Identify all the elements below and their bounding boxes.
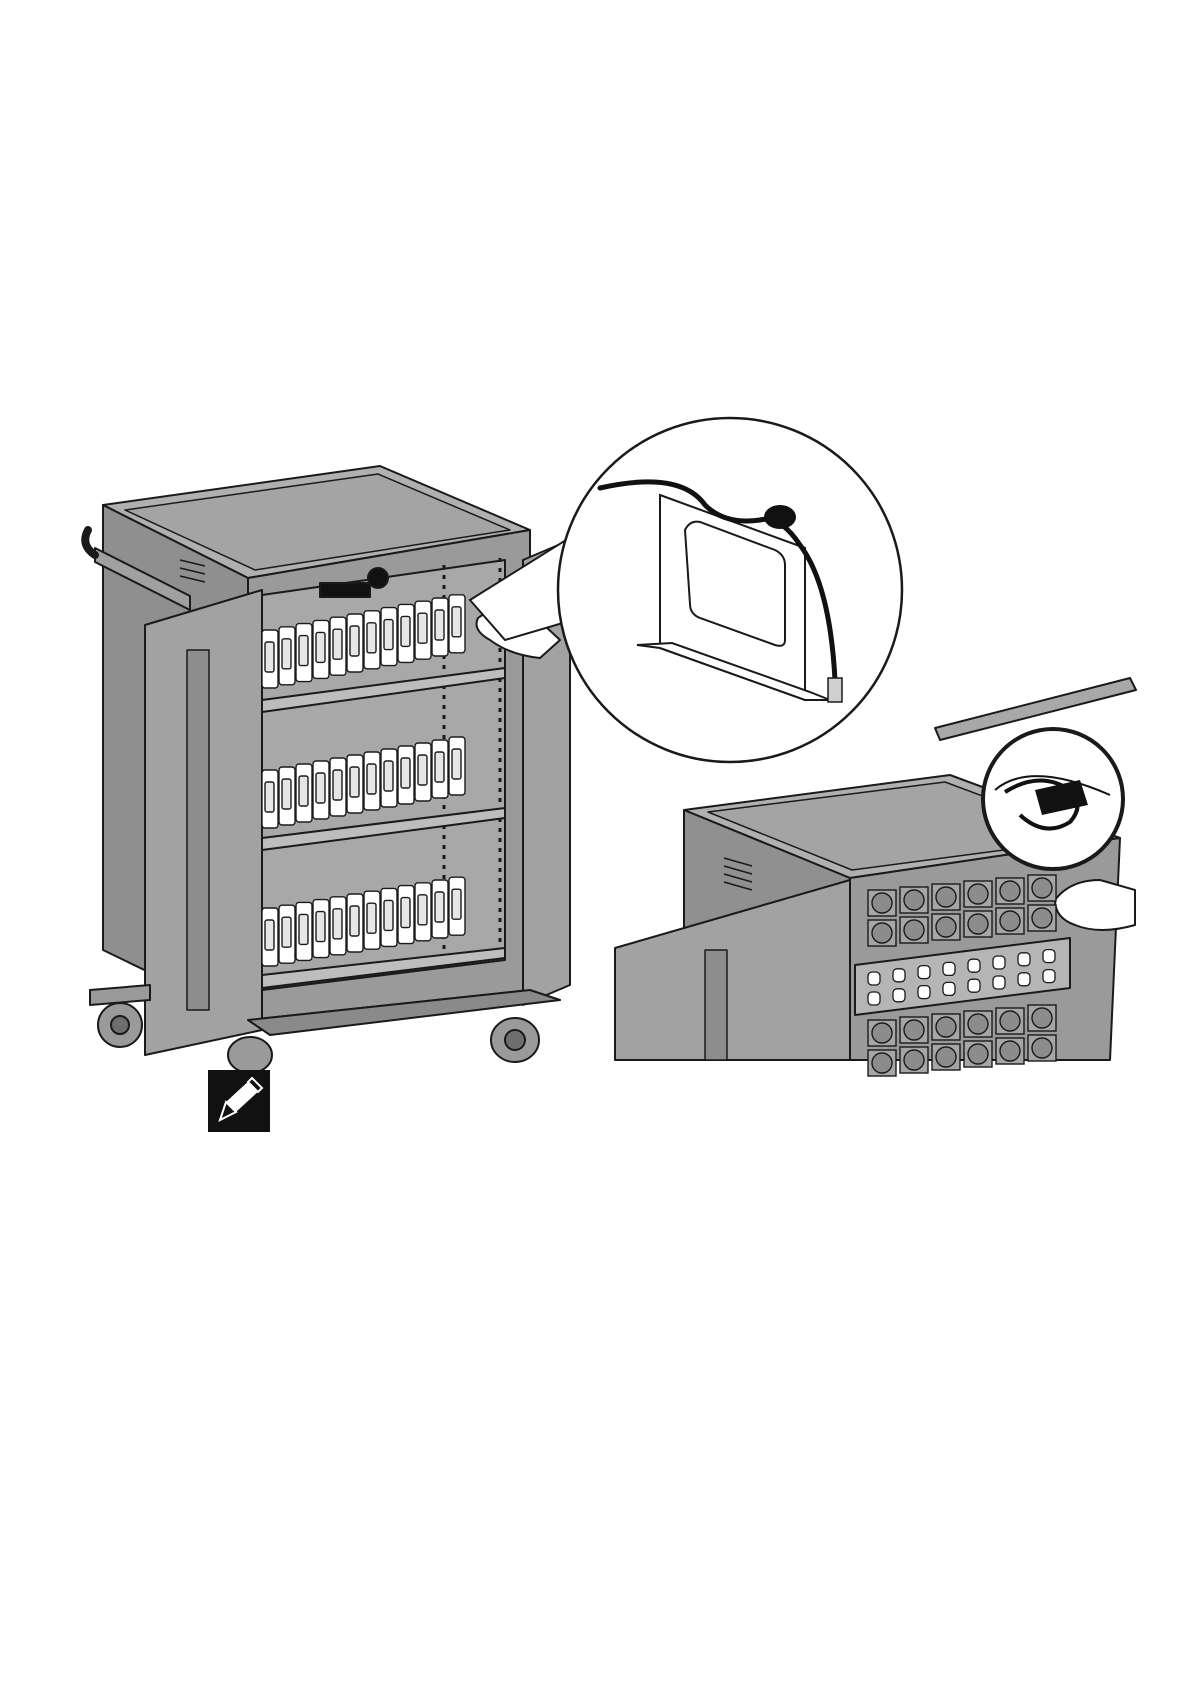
panel-hole [918, 986, 930, 999]
panel-hole [993, 976, 1005, 989]
device-bracket [432, 880, 448, 938]
device-bracket [262, 630, 278, 688]
power-socket [932, 884, 960, 910]
device-bracket [432, 740, 448, 798]
power-socket [900, 917, 928, 943]
device-bracket [415, 743, 431, 801]
device-bracket [398, 886, 414, 944]
power-socket [932, 914, 960, 940]
panel-hole [868, 972, 880, 985]
device-bracket [296, 624, 312, 682]
panel-hole [893, 969, 905, 982]
device-bracket [381, 608, 397, 666]
pencil-note-icon [208, 1070, 270, 1132]
cable-clip-detail [983, 729, 1123, 869]
device-bracket [347, 755, 363, 813]
power-socket [964, 1041, 992, 1067]
device-bracket [449, 877, 465, 935]
power-socket [1028, 905, 1056, 931]
panel-hole [868, 992, 880, 1005]
power-socket [868, 1050, 896, 1076]
panel-hole [943, 982, 955, 995]
panel-hole [1018, 953, 1030, 966]
panel-hole [1043, 970, 1055, 983]
panel-hole [1018, 973, 1030, 986]
device-bracket [398, 746, 414, 804]
device-bracket [415, 601, 431, 659]
device-bracket [415, 883, 431, 941]
device-bracket [449, 737, 465, 795]
power-socket [964, 881, 992, 907]
device-bracket [381, 888, 397, 946]
panel-hole [943, 962, 955, 975]
device-bracket [296, 902, 312, 960]
power-socket [900, 1047, 928, 1073]
device-bracket [432, 598, 448, 656]
panel-hole [893, 989, 905, 1002]
panel-hole [1043, 950, 1055, 963]
power-socket [868, 890, 896, 916]
device-bracket [381, 749, 397, 807]
device-bracket [313, 620, 329, 678]
device-bracket [330, 897, 346, 955]
power-socket [900, 1017, 928, 1043]
device-bracket [262, 908, 278, 966]
power-socket [996, 1038, 1024, 1064]
device-bracket [330, 617, 346, 675]
device-bracket [364, 752, 380, 810]
device-bracket [364, 611, 380, 669]
device-bracket [347, 614, 363, 672]
power-socket [996, 908, 1024, 934]
power-socket [868, 1020, 896, 1046]
power-socket [964, 911, 992, 937]
power-socket [964, 1011, 992, 1037]
device-bracket [313, 761, 329, 819]
device-bracket [262, 770, 278, 828]
device-bracket [279, 767, 295, 825]
power-socket [932, 1044, 960, 1070]
device-bracket [449, 595, 465, 653]
device-bracket [330, 758, 346, 816]
device-brackets [262, 595, 465, 966]
panel-hole [918, 966, 930, 979]
panel-hole [993, 956, 1005, 969]
device-bracket [296, 764, 312, 822]
power-socket [996, 1008, 1024, 1034]
power-socket [1028, 1035, 1056, 1061]
power-socket [996, 878, 1024, 904]
device-bracket [279, 905, 295, 963]
panel-hole [968, 979, 980, 992]
power-socket [1028, 1005, 1056, 1031]
device-bracket [279, 627, 295, 685]
power-socket [868, 920, 896, 946]
power-socket [932, 1014, 960, 1040]
panel-hole [968, 959, 980, 972]
device-bracket [398, 604, 414, 662]
device-bracket [313, 900, 329, 958]
power-socket [900, 887, 928, 913]
device-bracket [347, 894, 363, 952]
device-bracket [364, 891, 380, 949]
power-socket [1028, 875, 1056, 901]
